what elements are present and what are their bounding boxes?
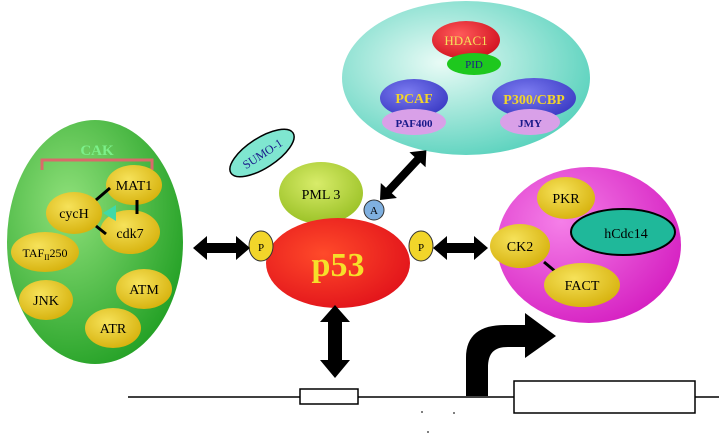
pid-label: PID	[465, 59, 483, 71]
hcdc14-label: hCdc14	[604, 227, 648, 242]
ck2-node	[490, 224, 550, 268]
pcaf-label: PCAF	[395, 92, 432, 107]
p53-node	[266, 218, 410, 308]
pml3-node	[279, 162, 363, 224]
p53-label: p53	[312, 247, 365, 284]
pml3-label: PML 3	[302, 188, 341, 203]
cdk7-label: cdk7	[116, 227, 143, 242]
atm-label: ATM	[129, 283, 159, 298]
hdac1-label: HDAC1	[444, 33, 487, 48]
acetyl-label: A	[370, 205, 378, 217]
fact-label: FACT	[565, 279, 600, 294]
transcription-arrow	[466, 313, 556, 396]
p300cbp-label: P300/CBP	[503, 93, 565, 108]
left-double-arrow	[193, 236, 250, 260]
cdk7-node	[100, 210, 160, 254]
promoter-box	[299, 388, 359, 405]
acetyl-node	[363, 199, 385, 221]
left-cluster: CAK cycH MAT1 cdk7 TAFII250 JNK ATM ATR	[7, 120, 183, 364]
cych-mat1-link	[95, 186, 111, 202]
cak-center-triangle	[103, 205, 116, 221]
jnk-label: JNK	[33, 294, 59, 309]
mat1-node	[106, 165, 162, 205]
vertical-double-arrow	[320, 305, 350, 378]
cych-label: cycH	[59, 207, 89, 222]
pid-node	[447, 53, 501, 75]
mat1-label: MAT1	[116, 179, 153, 194]
top-cluster: HDAC1 PID PCAF PAF400 P300/CBP JMY	[342, 1, 590, 155]
cak-label: CAK	[80, 143, 114, 159]
phospho-left-label: P	[258, 242, 264, 254]
atm-node	[116, 269, 172, 309]
gene-box	[513, 380, 696, 414]
paf400-label: PAF400	[395, 118, 433, 130]
taf250-node	[11, 232, 79, 272]
ck2-label: CK2	[507, 240, 533, 255]
jnk-node	[19, 280, 73, 320]
p300cbp-node	[492, 78, 576, 118]
phospho-left-node	[248, 230, 274, 262]
sumo1-node	[229, 128, 295, 178]
phospho-right-node	[408, 230, 434, 262]
jmy-label: JMY	[518, 118, 542, 130]
fact-node	[544, 263, 620, 307]
center-complex: SUMO-1 PML 3 p53 P P A	[229, 128, 434, 308]
hcdc14-node	[570, 208, 676, 256]
right-cluster: PKR hCdc14 CK2 FACT	[490, 167, 681, 323]
pcaf-node	[380, 79, 448, 117]
hdac1-node	[432, 21, 500, 59]
cych-cdk7-link	[95, 224, 107, 236]
right-double-arrow	[433, 236, 488, 260]
arrows	[193, 150, 556, 396]
phospho-right-label: P	[418, 242, 424, 254]
pkr-node	[537, 177, 595, 219]
cych-node	[46, 192, 102, 234]
taf250-label: TAFII250	[22, 246, 67, 262]
diagonal-double-arrow	[380, 150, 427, 200]
atr-node	[85, 308, 141, 348]
jmy-node	[500, 109, 560, 135]
paf400-node	[382, 109, 446, 135]
atr-label: ATR	[100, 322, 127, 337]
dna-track	[128, 380, 719, 433]
cak-bracket	[40, 158, 154, 170]
pkr-label: PKR	[552, 192, 580, 207]
